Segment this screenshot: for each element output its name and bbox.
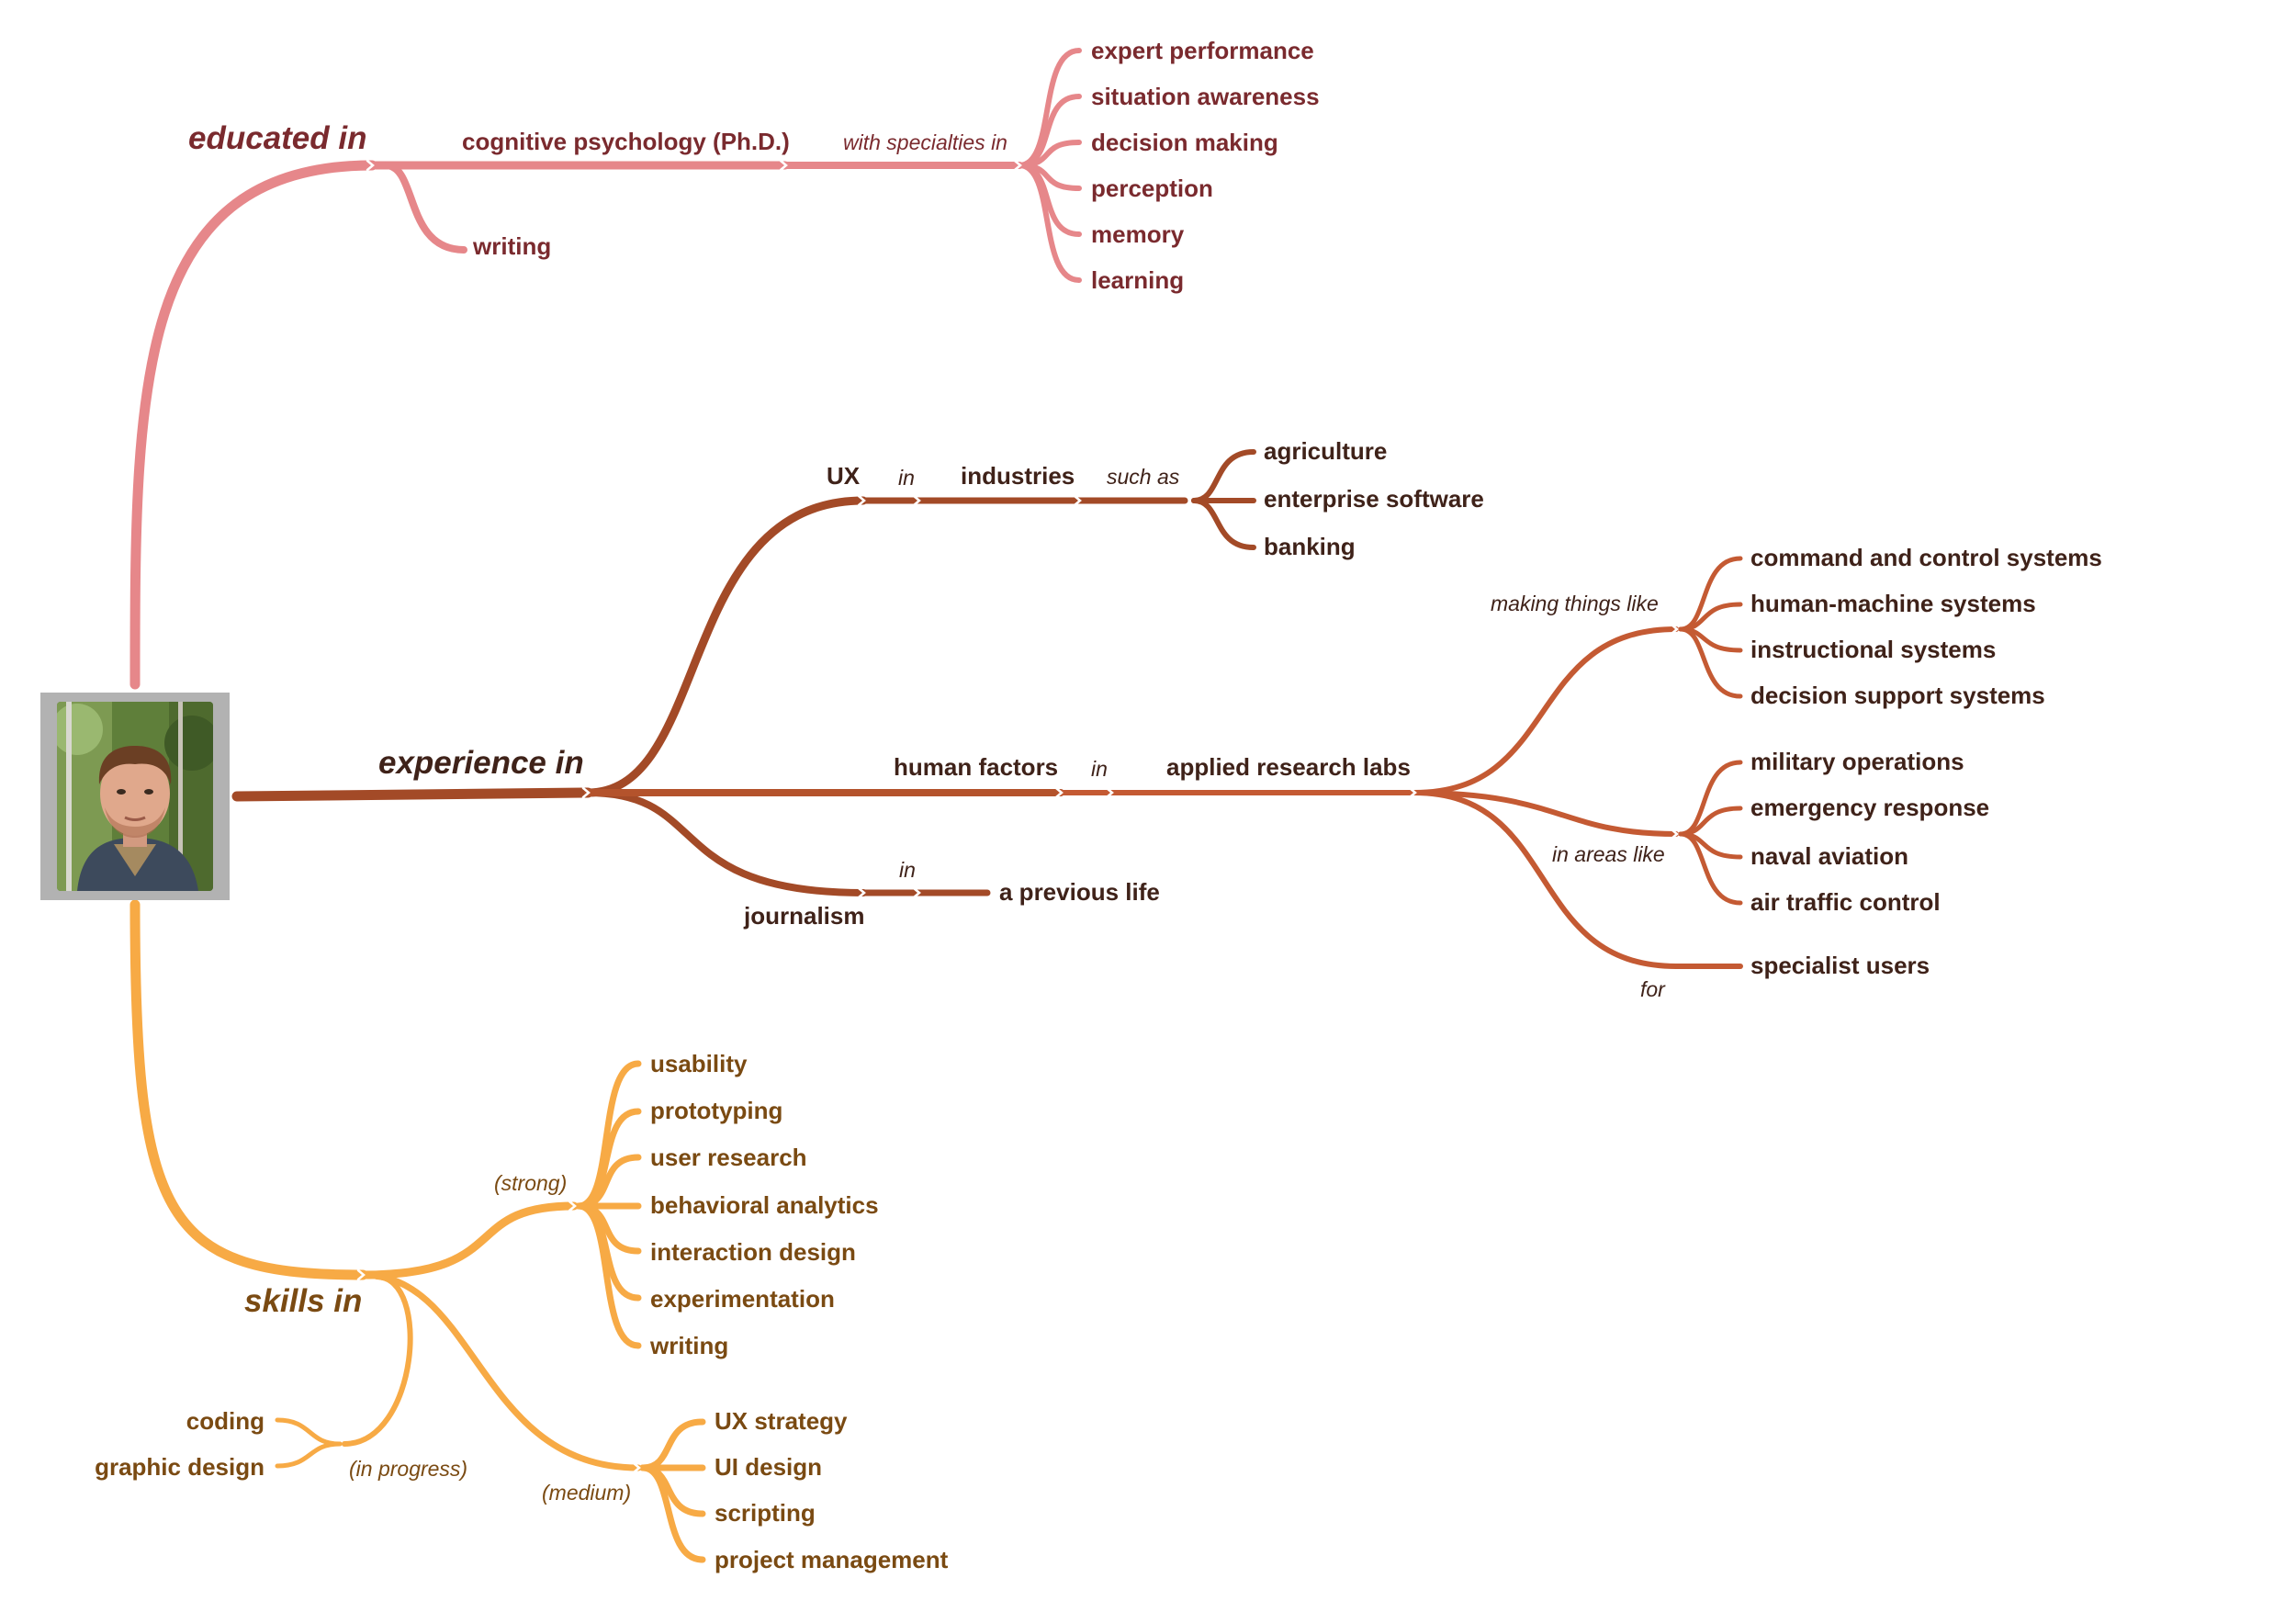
strong-skill-item: usability <box>650 1050 748 1077</box>
experience-hf-making-connector: making things like <box>1491 592 1659 615</box>
progress-skill-item: coding <box>186 1407 264 1435</box>
experience-title: experience in <box>378 745 584 781</box>
education-branch-lines <box>129 48 1082 690</box>
experience-hf-target: applied research labs <box>1166 753 1411 781</box>
progress-skill-item: graphic design <box>95 1453 264 1481</box>
skills-branch-lines <box>129 899 706 1563</box>
medium-skill-item: UI design <box>715 1453 822 1481</box>
experience-ux-label: UX <box>827 462 861 490</box>
skills-title: skills in <box>244 1283 362 1319</box>
strong-skill-item: user research <box>650 1144 807 1171</box>
for-item: specialist users <box>1750 952 1930 979</box>
experience-hf-label: human factors <box>894 753 1058 781</box>
experience-ux-connector2: such as <box>1107 465 1180 489</box>
experience-hf-connector: in <box>1091 757 1108 781</box>
education-degree: cognitive psychology (Ph.D.) <box>462 128 790 155</box>
making-item: command and control systems <box>1750 544 2102 571</box>
strong-skill-item: interaction design <box>650 1238 856 1266</box>
strong-skill-item: behavioral analytics <box>650 1191 879 1219</box>
specialty-item: memory <box>1091 220 1185 248</box>
specialty-item: expert performance <box>1091 37 1314 64</box>
portrait-photo-icon <box>57 702 213 891</box>
skills-medium-connector: (medium) <box>542 1481 631 1505</box>
experience-journalism-label: journalism <box>743 902 864 930</box>
skills-strong-connector: (strong) <box>494 1171 567 1195</box>
medium-skill-item: project management <box>715 1546 949 1573</box>
specialty-item: situation awareness <box>1091 83 1320 110</box>
area-item: air traffic control <box>1750 888 1941 916</box>
medium-skill-item: scripting <box>715 1499 816 1527</box>
education-specialties-connector: with specialties in <box>843 130 1007 154</box>
education-title: educated in <box>188 120 366 156</box>
making-item: human-machine systems <box>1750 590 2036 617</box>
specialty-item: decision making <box>1091 129 1278 156</box>
experience-journalism-connector: in <box>899 858 916 882</box>
industry-item: enterprise software <box>1264 485 1484 513</box>
experience-journalism-target: a previous life <box>999 878 1160 906</box>
specialty-item: perception <box>1091 175 1213 202</box>
specialty-item: learning <box>1091 266 1184 294</box>
industry-item: agriculture <box>1264 437 1387 465</box>
connector-marks <box>356 159 1679 1474</box>
strong-skill-item: prototyping <box>650 1097 782 1124</box>
medium-skill-item: UX strategy <box>715 1407 848 1435</box>
strong-skill-item: writing <box>649 1332 728 1359</box>
experience-ux-target: industries <box>961 462 1075 490</box>
skills-progress-connector: (in progress) <box>349 1457 467 1481</box>
experience-hf-areas-connector: in areas like <box>1552 842 1665 866</box>
area-item: emergency response <box>1750 794 1989 821</box>
experience-hf-for-connector: for <box>1640 977 1666 1001</box>
experience-branch-lines <box>231 449 1743 969</box>
industry-item: banking <box>1264 533 1356 560</box>
avatar <box>40 693 230 900</box>
experience-ux-connector: in <box>898 466 915 490</box>
making-item: instructional systems <box>1750 636 1996 663</box>
area-item: naval aviation <box>1750 842 1908 870</box>
strong-skill-item: experimentation <box>650 1285 835 1313</box>
education-other-writing: writing <box>472 232 551 260</box>
area-item: military operations <box>1750 748 1964 775</box>
making-item: decision support systems <box>1750 682 2045 709</box>
